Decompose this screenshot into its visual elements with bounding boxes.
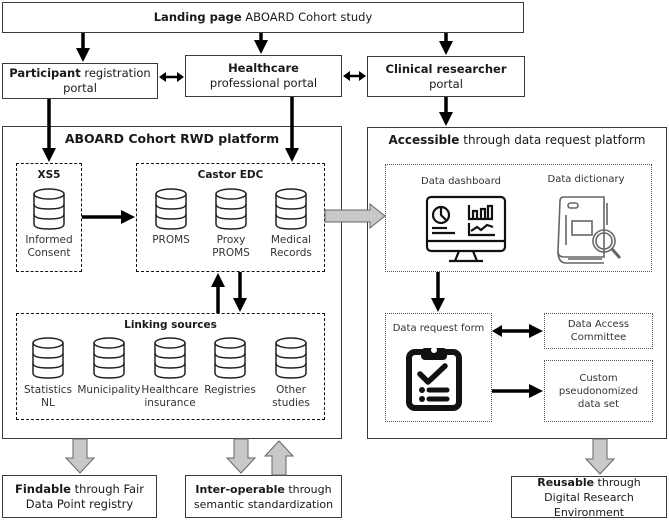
custom-dataset-label: Custom pseudonomized data set xyxy=(558,372,639,410)
database-icon xyxy=(92,337,126,379)
data-dictionary-icon xyxy=(557,196,622,264)
data-request-form-box: Data request form xyxy=(385,313,492,422)
dashboard-monitor-icon xyxy=(425,195,507,263)
proxy-proms-label: Proxy PROMS xyxy=(212,234,250,259)
database-icon xyxy=(32,188,66,230)
landing-page-text: Landing page ABOARD Cohort study xyxy=(153,10,373,24)
data-request-form-label: Data request form xyxy=(392,323,485,334)
data-dictionary-label: Data dictionary xyxy=(547,174,625,185)
participant-portal-text: Participant registration portal xyxy=(9,66,151,95)
clipboard-checklist-icon xyxy=(406,347,462,411)
participant-portal-box: Participant registration portal xyxy=(2,63,158,99)
data-access-committee-box: Data Access Committee xyxy=(544,313,653,349)
municipality-label: Municipality xyxy=(77,384,141,396)
informed-consent-label: Informed Consent xyxy=(25,234,73,259)
clinical-researcher-portal-text: Clinical researcher portal xyxy=(385,61,507,91)
interoperable-text: Inter-operable through semantic standard… xyxy=(193,482,334,511)
registries-label: Registries xyxy=(204,384,256,396)
data-dashboard-label: Data dashboard xyxy=(421,176,501,187)
findable-box: Findable through Fair Data Point registr… xyxy=(2,475,157,518)
linking-sources-box: Linking sources Statistics NL Municipali… xyxy=(16,313,325,420)
healthcare-portal-box: Healthcare professional portal xyxy=(185,55,342,97)
castor-edc-box: Castor EDC PROMS Proxy PROMS Medical Rec… xyxy=(136,163,325,272)
database-icon xyxy=(274,188,308,230)
data-access-committee-label: Data Access Committee xyxy=(567,319,630,343)
xs5-box: XS5 Informed Consent xyxy=(16,163,82,272)
proms-label: PROMS xyxy=(152,234,190,246)
findable-text: Findable through Fair Data Point registr… xyxy=(15,481,144,511)
bidirectional-arrow-participant-healthcare xyxy=(159,72,184,82)
healthcare-portal-text: Healthcare professional portal xyxy=(209,61,318,90)
database-icon xyxy=(31,337,65,379)
accessible-platform-title: Accessible through data request platform xyxy=(388,133,646,147)
linking-sources-title: Linking sources xyxy=(124,319,217,331)
healthcare-insurance-label: Healthcare insurance xyxy=(141,384,199,409)
gray-arrow-platform-to-findable xyxy=(64,438,96,474)
other-studies-label: Other studies xyxy=(272,384,310,409)
medical-records-label: Medical Records xyxy=(270,234,312,259)
gray-arrow-platform-to-interoperable xyxy=(225,438,257,474)
database-icon xyxy=(154,188,188,230)
database-icon xyxy=(214,188,248,230)
clinical-researcher-portal-box: Clinical researcher portal xyxy=(367,56,525,97)
custom-dataset-box: Custom pseudonomized data set xyxy=(544,360,653,422)
interoperable-box: Inter-operable through semantic standard… xyxy=(185,475,342,518)
database-icon xyxy=(213,337,247,379)
database-icon xyxy=(274,337,308,379)
statistics-nl-label: Statistics NL xyxy=(24,384,72,409)
reusable-box: Reusable through Digital Research Enviro… xyxy=(511,475,667,519)
landing-page-box: Landing page ABOARD Cohort study xyxy=(2,2,524,33)
xs5-title: XS5 xyxy=(37,169,61,181)
database-icon xyxy=(153,337,187,379)
accessible-platform-box: Accessible through data request platform xyxy=(367,127,667,439)
gray-arrow-accessible-to-reusable xyxy=(584,438,616,475)
rwd-platform-title: ABOARD Cohort RWD platform xyxy=(64,131,280,146)
castor-edc-title: Castor EDC xyxy=(197,169,264,181)
gray-arrow-interoperable-to-platform xyxy=(263,440,295,476)
data-catalog-box: Data dashboard Data dictionary xyxy=(385,164,652,272)
bidirectional-arrow-healthcare-clinical xyxy=(343,71,366,81)
reusable-text: Reusable through Digital Research Enviro… xyxy=(537,475,641,519)
rwd-platform-box: ABOARD Cohort RWD platform xyxy=(2,126,342,439)
